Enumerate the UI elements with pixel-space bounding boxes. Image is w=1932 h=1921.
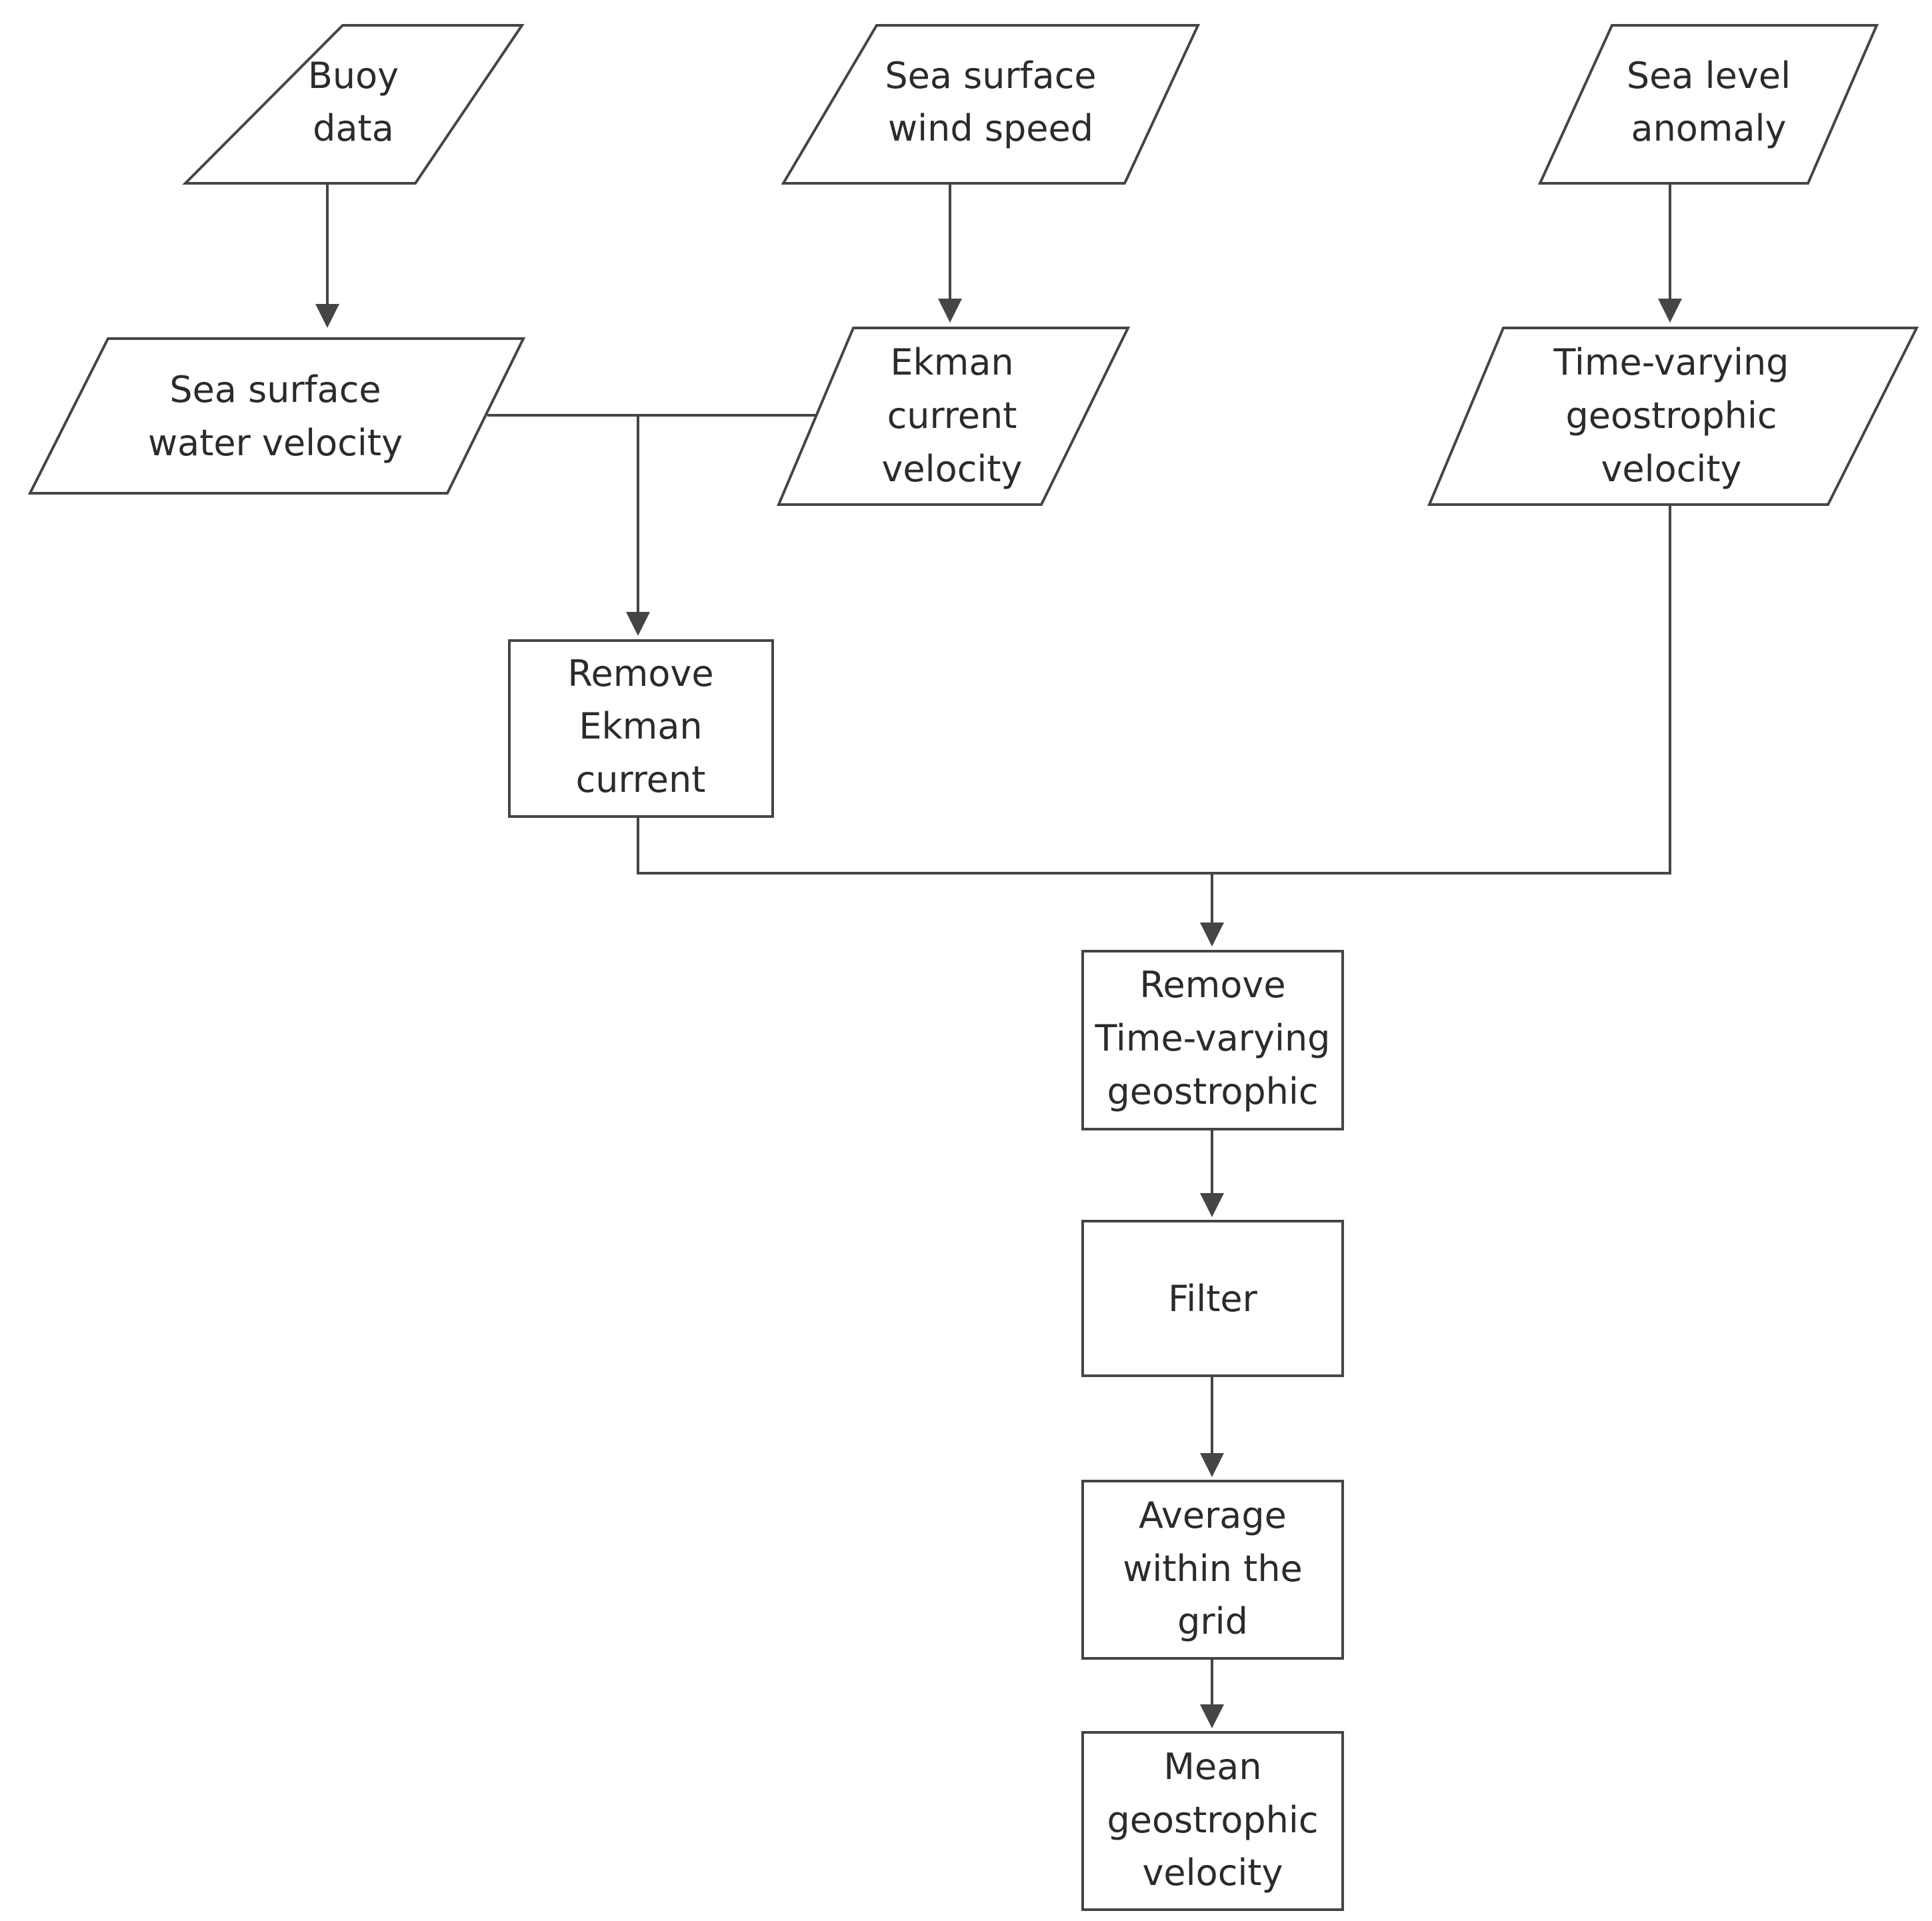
node-remove-time-varying-geostrophic: Remove Time-varying geostrophic <box>1081 950 1344 1130</box>
svg-text:Sea level: Sea level <box>1627 55 1791 97</box>
node-time-varying-geostrophic-velocity: Time-varying geostrophic velocity <box>1427 327 1919 506</box>
svg-text:velocity: velocity <box>881 448 1022 490</box>
svg-text:wind speed: wind speed <box>888 107 1093 149</box>
svg-text:velocity: velocity <box>1142 1852 1283 1894</box>
svg-text:Average: Average <box>1139 1494 1287 1536</box>
node-sea-surface-wind-speed: Sea surface wind speed <box>781 24 1201 185</box>
svg-text:Remove: Remove <box>567 653 713 695</box>
svg-text:water velocity: water velocity <box>148 422 403 464</box>
node-average-within-grid: Average within the grid <box>1081 1480 1344 1660</box>
node-sea-level-anomaly: Sea level anomaly <box>1537 24 1879 185</box>
svg-text:geostrophic: geostrophic <box>1565 395 1777 437</box>
svg-text:within the: within the <box>1123 1548 1303 1590</box>
svg-text:Mean: Mean <box>1163 1746 1261 1788</box>
arrowhead-average <box>1200 1453 1224 1477</box>
node-ekman-current-velocity: Ekman current velocity <box>776 327 1131 506</box>
svg-text:Buoy: Buoy <box>308 55 399 97</box>
node-sea-surface-water-velocity: Sea surface water velocity <box>27 337 526 495</box>
edge-remove-ekman-to-merge <box>637 504 1671 875</box>
svg-text:geostrophic: geostrophic <box>1107 1799 1318 1841</box>
arrowhead-water-velocity <box>315 304 339 328</box>
arrowhead-remove-tv <box>1200 923 1224 947</box>
svg-text:grid: grid <box>1177 1600 1248 1642</box>
svg-text:geostrophic: geostrophic <box>1107 1070 1318 1112</box>
svg-text:data: data <box>313 107 394 149</box>
connectors <box>315 183 1682 1728</box>
svg-text:Sea surface: Sea surface <box>169 369 381 411</box>
svg-text:current: current <box>576 759 706 801</box>
arrowhead-ekman-velocity <box>938 299 962 323</box>
svg-text:Filter: Filter <box>1168 1278 1258 1320</box>
arrowhead-filter <box>1200 1193 1224 1217</box>
node-filter: Filter <box>1081 1220 1344 1377</box>
arrowhead-remove-ekman <box>626 612 650 636</box>
svg-text:current: current <box>887 395 1017 437</box>
svg-text:Ekman: Ekman <box>890 341 1013 383</box>
svg-text:Remove: Remove <box>1139 964 1285 1006</box>
node-mean-geostrophic-velocity: Mean geostrophic velocity <box>1081 1731 1344 1911</box>
arrowhead-mean <box>1200 1704 1224 1728</box>
svg-text:anomaly: anomaly <box>1631 107 1786 149</box>
node-remove-ekman-current: Remove Ekman current <box>508 639 774 818</box>
svg-text:Time-varying: Time-varying <box>1553 341 1789 383</box>
svg-text:velocity: velocity <box>1601 448 1741 490</box>
svg-text:Ekman: Ekman <box>579 705 702 747</box>
arrowhead-geostrophic-velocity <box>1658 299 1682 323</box>
svg-text:Sea surface: Sea surface <box>885 55 1096 97</box>
svg-text:Time-varying: Time-varying <box>1095 1017 1331 1059</box>
node-buoy-data: Buoy data <box>182 24 525 185</box>
